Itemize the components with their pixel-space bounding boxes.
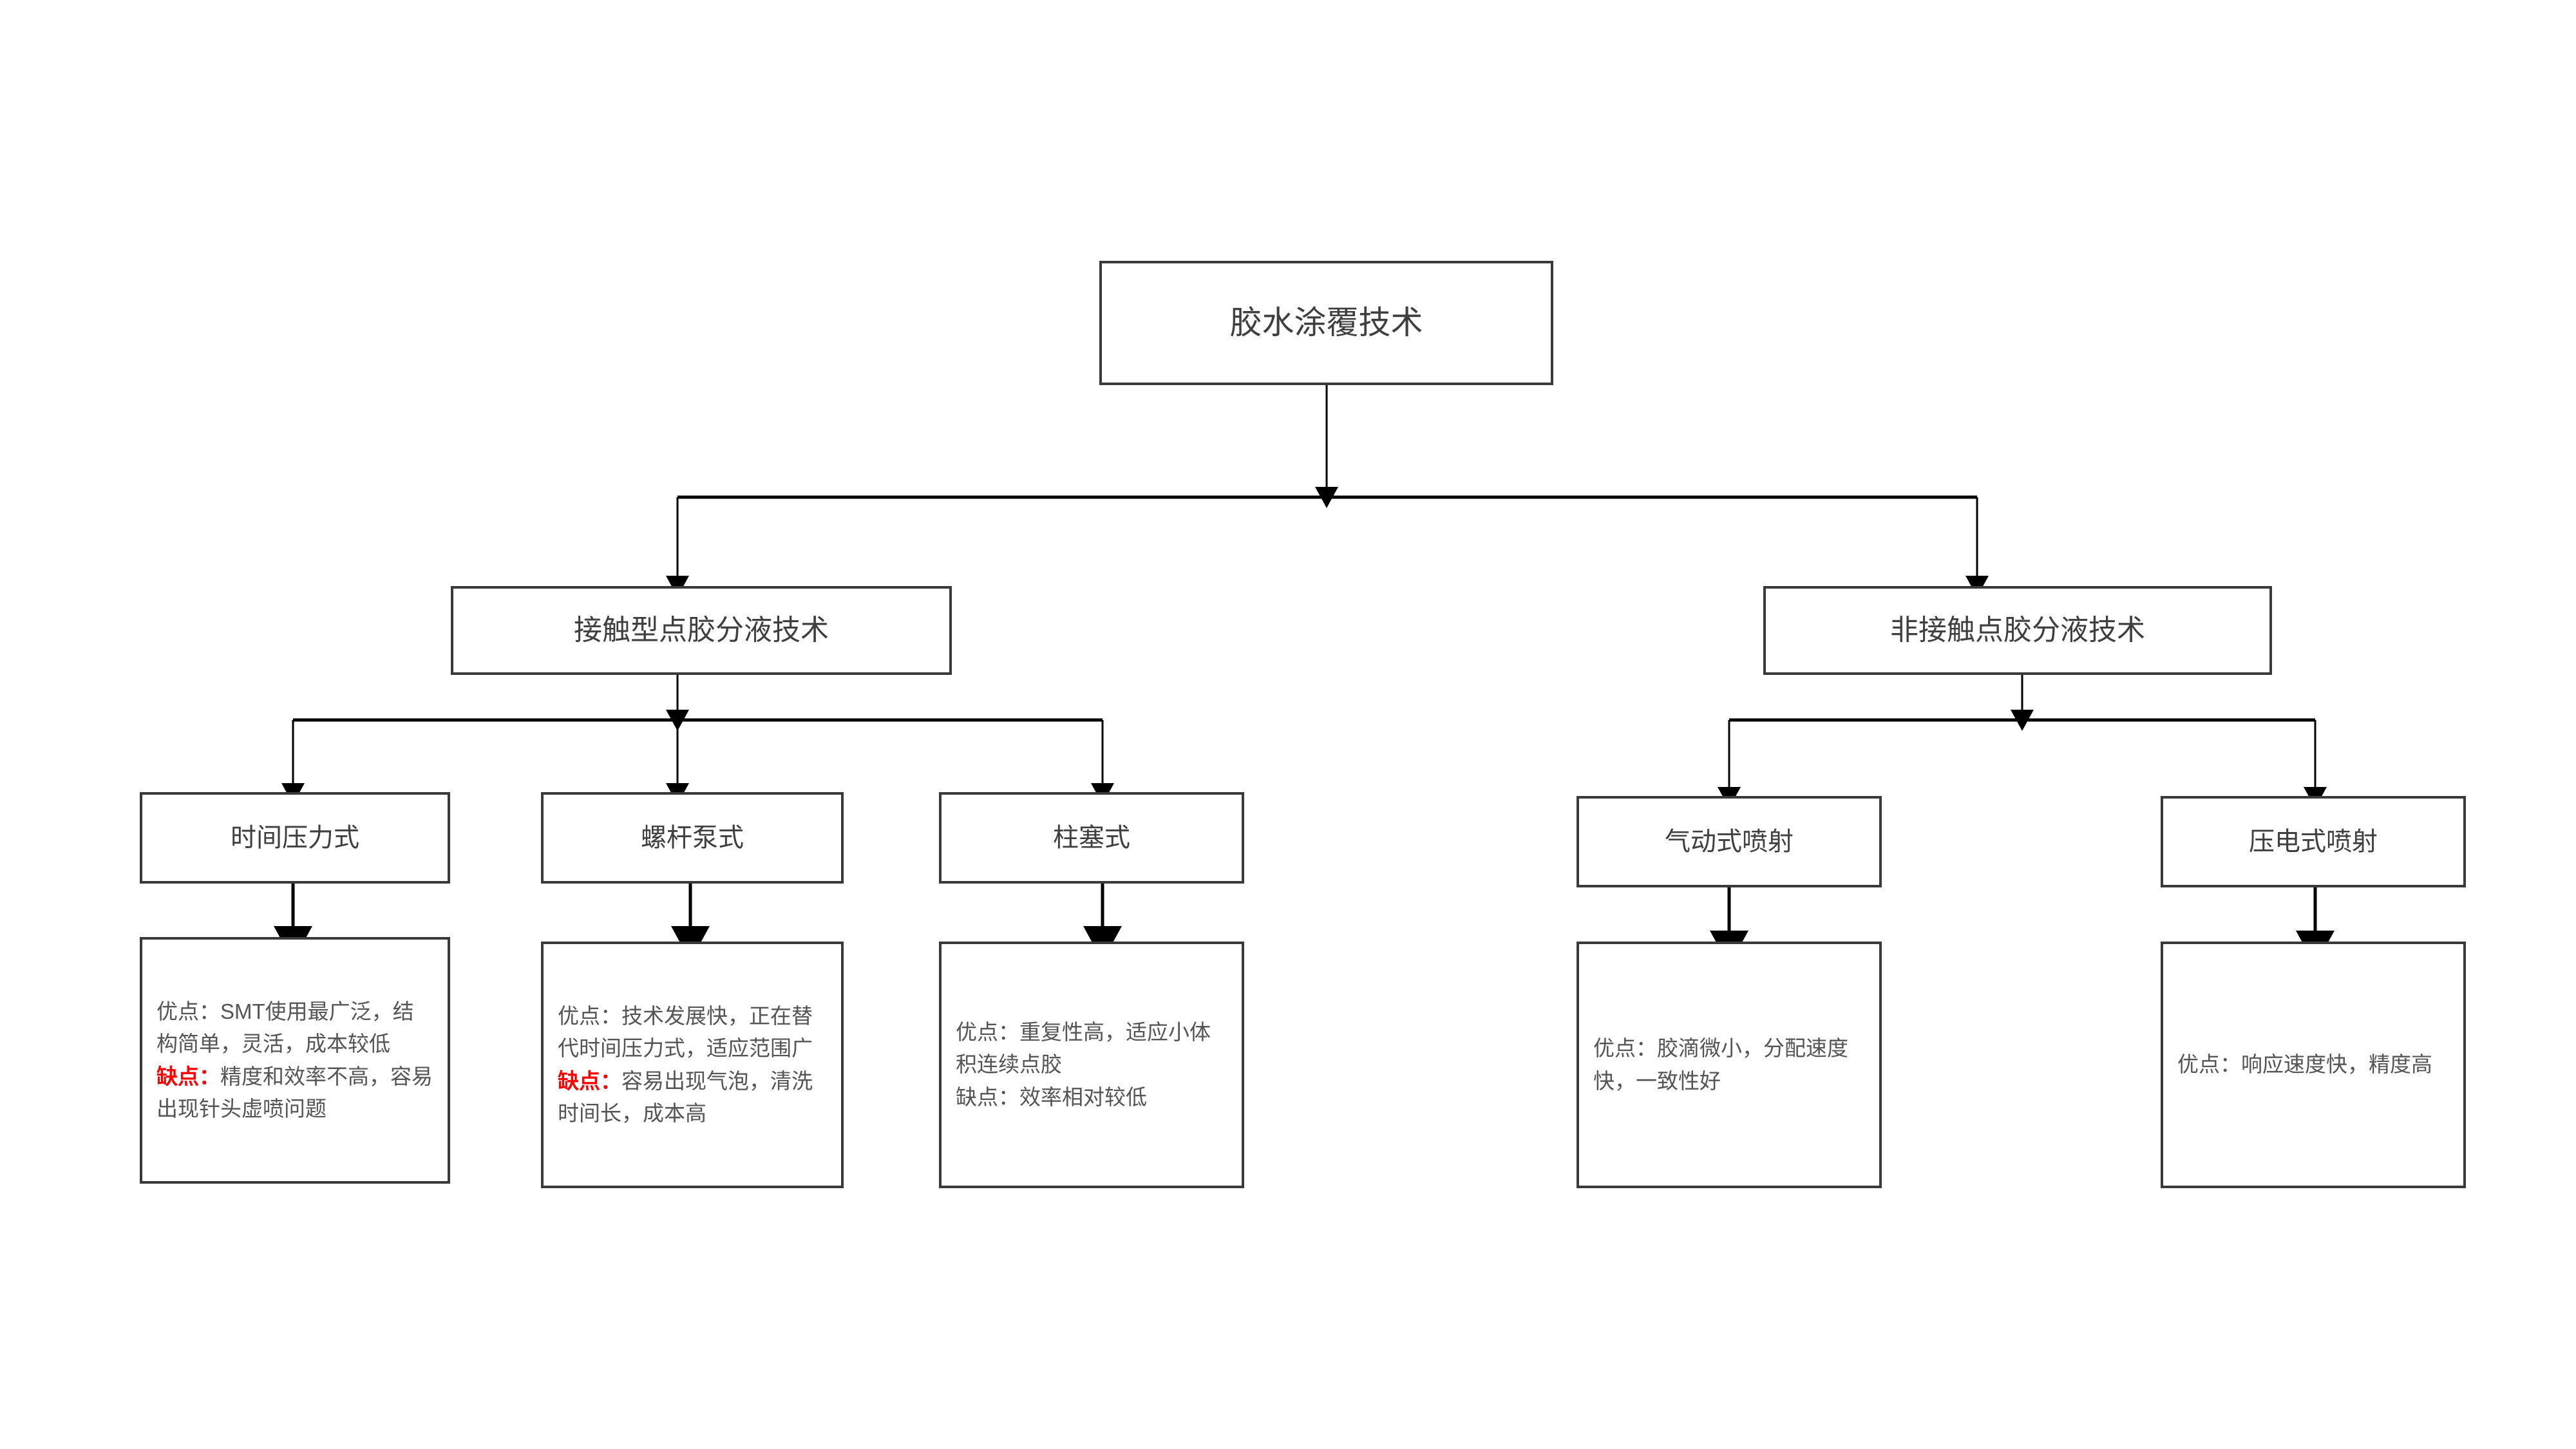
pro-text: 胶滴微小，分配速度快，一致性好 (1593, 1036, 1848, 1093)
detail-con-line: 缺点：容易出现气泡，清洗时间长，成本高 (558, 1065, 827, 1130)
node-l3-label: 螺杆泵式 (641, 824, 744, 852)
pro-label: 优点： (956, 1020, 1019, 1045)
con-label: 缺点： (956, 1084, 1019, 1109)
node-noncontact-dispensing[interactable]: 非接触点胶分液技术 (1763, 586, 2272, 675)
node-l3-label: 柱塞式 (1053, 824, 1130, 852)
connector-root-to-bus (666, 385, 1989, 597)
con-text: 精度和效率不高，容易出现针头虚喷问题 (156, 1064, 433, 1121)
pro-text: 响应速度快，精度高 (2241, 1052, 2432, 1077)
node-l2-label: 非接触点胶分液技术 (1890, 614, 2145, 646)
pro-text: 技术发展快，正在替代时间压力式，适应范围广 (558, 1004, 813, 1061)
node-time-pressure[interactable]: 时间压力式 (140, 792, 450, 884)
node-root-label: 胶水涂覆技术 (1229, 305, 1423, 341)
detail-box-piezo-jet: 优点：响应速度快，精度高 (2161, 942, 2466, 1188)
connector-right-branch (1718, 675, 2327, 808)
connector-left-branch (281, 675, 1114, 804)
detail-pro-line: 优点：SMT使用最广泛，结构简单，灵活，成本较低 (156, 996, 433, 1060)
node-contact-dispensing[interactable]: 接触型点胶分液技术 (451, 586, 952, 675)
detail-pro-line: 优点：胶滴微小，分配速度快，一致性好 (1593, 1032, 1865, 1097)
detail-pro-line: 优点：响应速度快，精度高 (2177, 1048, 2449, 1081)
detail-con-line: 缺点：效率相对较低 (956, 1081, 1227, 1113)
pro-label: 优点： (1593, 1036, 1657, 1061)
con-label: 缺点： (558, 1068, 621, 1093)
con-text: 容易出现气泡，清洗时间长，成本高 (558, 1068, 813, 1125)
node-l3-label: 压电式喷射 (2249, 828, 2378, 856)
detail-box-screw-pump: 优点：技术发展快，正在替代时间压力式，适应范围广 缺点：容易出现气泡，清洗时间长… (541, 942, 844, 1188)
connector-detail-links (274, 884, 2334, 966)
detail-box-piston: 优点：重复性高，适应小体积连续点胶 缺点：效率相对较低 (939, 942, 1244, 1188)
pro-text: 重复性高，适应小体积连续点胶 (956, 1020, 1211, 1077)
detail-pro-line: 优点：技术发展快，正在替代时间压力式，适应范围广 (558, 1000, 827, 1065)
con-label: 缺点： (156, 1064, 220, 1088)
detail-box-pneumatic-jet: 优点：胶滴微小，分配速度快，一致性好 (1577, 942, 1882, 1188)
node-pneumatic-jet[interactable]: 气动式喷射 (1577, 796, 1882, 887)
node-piston[interactable]: 柱塞式 (939, 792, 1244, 884)
node-screw-pump[interactable]: 螺杆泵式 (541, 792, 844, 884)
node-root[interactable]: 胶水涂覆技术 (1099, 261, 1553, 385)
node-l2-label: 接触型点胶分液技术 (574, 614, 829, 646)
node-piezo-jet[interactable]: 压电式喷射 (2161, 796, 2466, 887)
detail-pro-line: 优点：重复性高，适应小体积连续点胶 (956, 1016, 1227, 1081)
node-l3-label: 时间压力式 (231, 824, 359, 852)
detail-box-time-pressure: 优点：SMT使用最广泛，结构简单，灵活，成本较低 缺点：精度和效率不高，容易出现… (140, 937, 450, 1184)
con-text: 效率相对较低 (1019, 1084, 1147, 1109)
detail-con-line: 缺点：精度和效率不高，容易出现针头虚喷问题 (156, 1061, 433, 1125)
pro-text: SMT使用最广泛，结构简单，灵活，成本较低 (156, 999, 414, 1056)
pro-label: 优点： (156, 999, 220, 1024)
pro-label: 优点： (558, 1004, 621, 1028)
pro-label: 优点： (2177, 1052, 2241, 1077)
node-l3-label: 气动式喷射 (1665, 828, 1794, 856)
